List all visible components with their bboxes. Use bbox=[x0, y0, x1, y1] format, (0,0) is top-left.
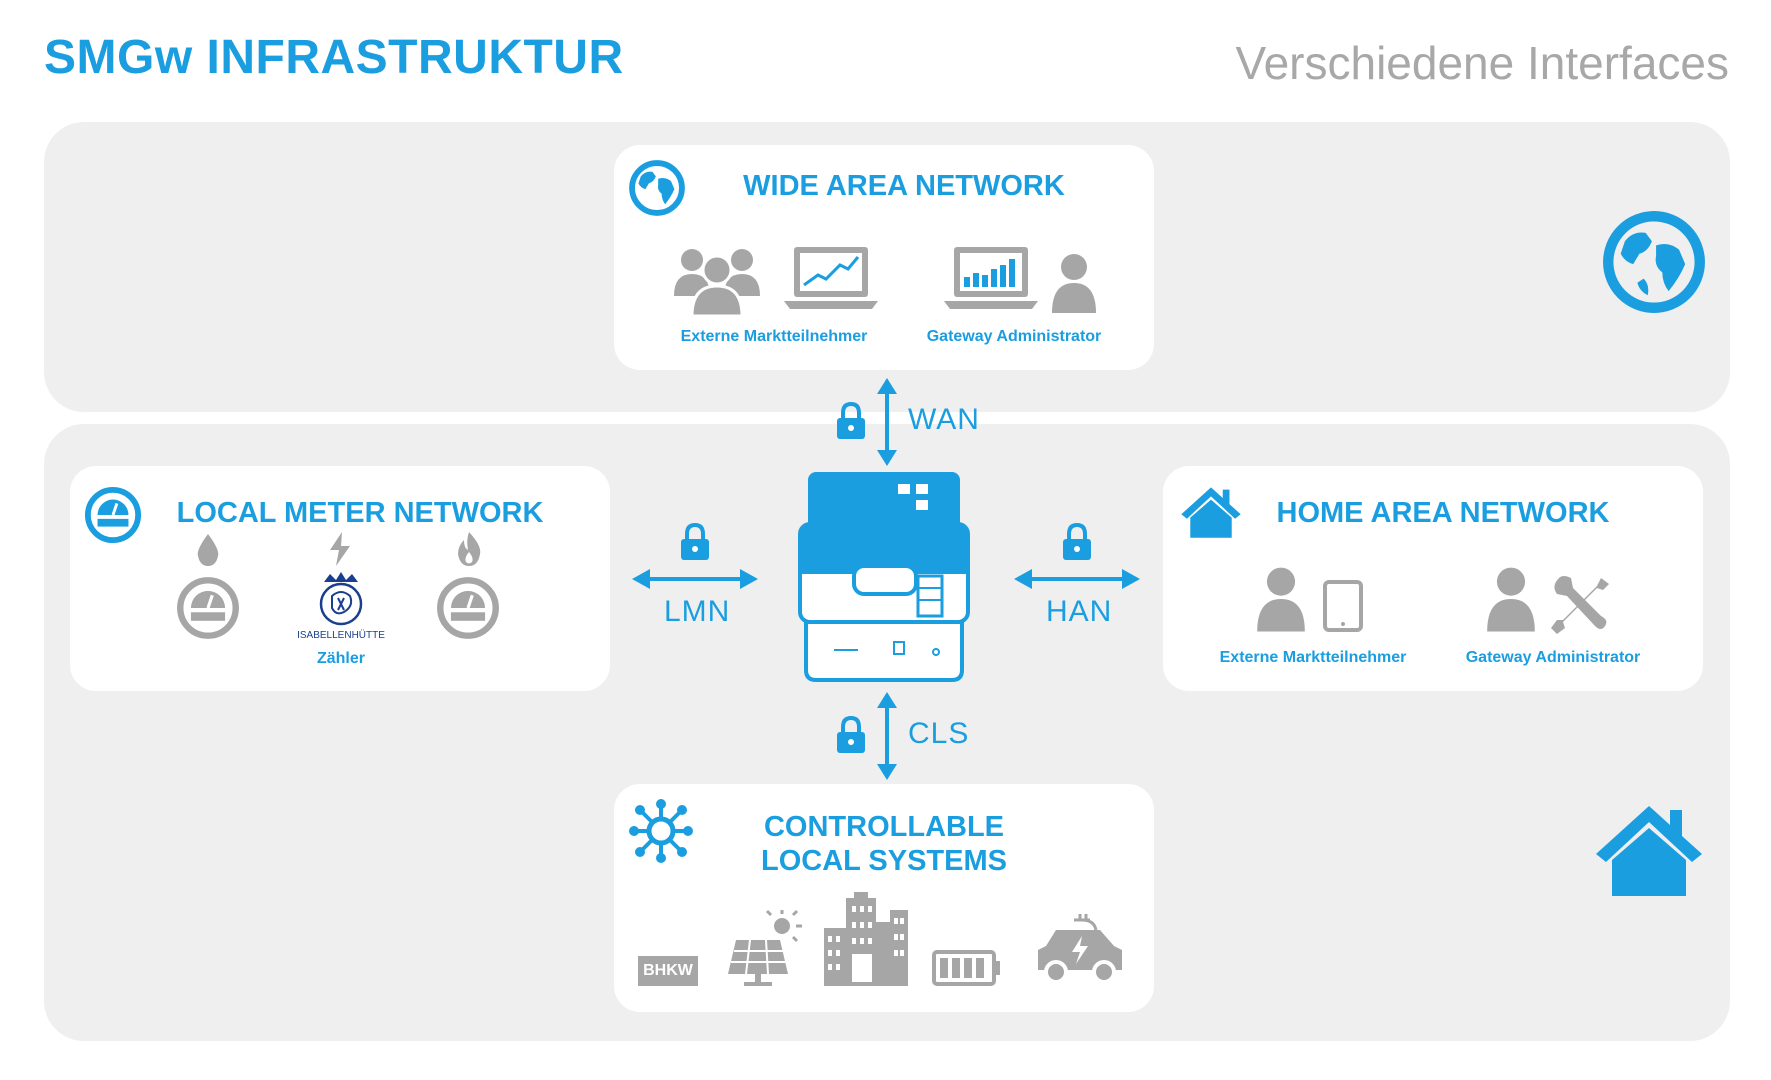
meter-label: Zähler bbox=[316, 650, 365, 667]
lmn-card-title: LOCAL METER NETWORK bbox=[176, 497, 544, 529]
bhkw-label: BHKW bbox=[643, 962, 693, 979]
lmn-card: LOCAL METER NETWORK ISABELLENHÜTTE Zähle… bbox=[70, 466, 610, 691]
wan-card: WIDE AREA NETWORK bbox=[614, 145, 1154, 370]
han-arrow bbox=[1014, 567, 1140, 591]
battery-icon bbox=[932, 950, 1002, 986]
water-meter-icon bbox=[176, 576, 240, 640]
electric-car-icon bbox=[1034, 910, 1126, 990]
lmn-lock-icon bbox=[680, 523, 710, 561]
flame-icon bbox=[456, 532, 482, 566]
wan-lock-icon bbox=[836, 402, 866, 440]
page-title: SMGw INFRASTRUKTUR bbox=[44, 31, 624, 84]
tablet-icon bbox=[1323, 580, 1363, 632]
solar-panel-icon bbox=[726, 908, 806, 988]
tools-icon bbox=[1549, 574, 1611, 636]
meter-gauge-icon bbox=[84, 486, 142, 544]
han-admin-label: Gateway Administrator bbox=[1465, 649, 1641, 666]
cls-arrow bbox=[875, 692, 899, 780]
network-nodes-icon bbox=[628, 798, 694, 864]
wan-connector-label: WAN bbox=[908, 403, 980, 436]
laptop-linechart-icon bbox=[784, 245, 878, 311]
user-icon bbox=[1485, 566, 1537, 632]
han-card-title: HOME AREA NETWORK bbox=[1276, 497, 1610, 529]
page-subtitle: Verschiedene Interfaces bbox=[1235, 37, 1729, 89]
home-icon bbox=[1177, 484, 1245, 540]
han-external-label: Externe Marktteilnehmer bbox=[1219, 649, 1407, 666]
cls-card: CONTROLLABLE LOCAL SYSTEMS BHKW bbox=[614, 784, 1154, 1012]
user-icon bbox=[1050, 253, 1098, 313]
lmn-connector-label: LMN bbox=[664, 595, 731, 628]
han-card: HOME AREA NETWORK Externe Marktteilnehme… bbox=[1163, 466, 1703, 691]
cls-connector-label: CLS bbox=[908, 717, 970, 750]
wan-arrow bbox=[875, 378, 899, 466]
wan-admin-label: Gateway Administrator bbox=[926, 328, 1102, 345]
isabellenhuette-logo bbox=[314, 572, 368, 628]
users-group-icon bbox=[672, 240, 762, 316]
cls-card-title-line2: LOCAL SYSTEMS bbox=[761, 845, 1007, 877]
gas-meter-icon bbox=[436, 576, 500, 640]
cls-card-title-line1: CONTROLLABLE bbox=[763, 811, 1005, 843]
han-lock-icon bbox=[1062, 523, 1092, 561]
user-icon bbox=[1255, 566, 1307, 632]
smart-meter-gateway-device bbox=[798, 470, 970, 684]
wan-external-label: Externe Marktteilnehmer bbox=[680, 328, 868, 345]
han-connector-label: HAN bbox=[1046, 595, 1113, 628]
laptop-barchart-icon bbox=[944, 245, 1038, 311]
wan-card-title: WIDE AREA NETWORK bbox=[743, 170, 1065, 202]
buildings-icon bbox=[820, 892, 912, 988]
water-drop-icon bbox=[196, 534, 220, 566]
isabellenhuette-brand: ISABELLENHÜTTE bbox=[297, 630, 385, 641]
house-icon bbox=[1592, 800, 1706, 900]
lightning-icon bbox=[328, 532, 352, 566]
globe-icon bbox=[628, 159, 686, 217]
lmn-arrow bbox=[632, 567, 758, 591]
globe-icon bbox=[1602, 210, 1706, 314]
cls-lock-icon bbox=[836, 716, 866, 754]
bhkw-box: BHKW bbox=[638, 956, 698, 986]
